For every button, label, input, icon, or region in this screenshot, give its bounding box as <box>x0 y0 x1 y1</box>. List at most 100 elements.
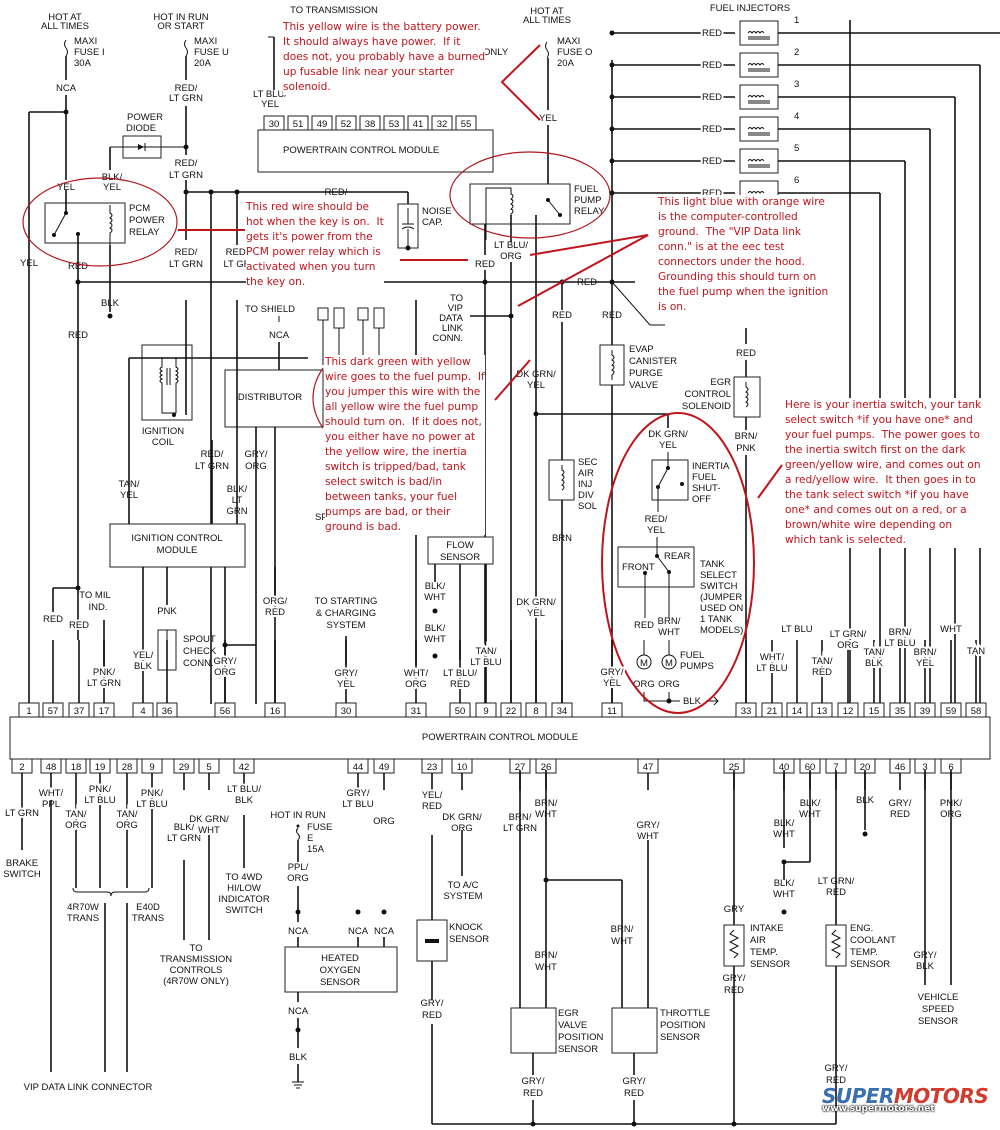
wire-label: DK GRN/ <box>648 429 688 440</box>
tank-select-switch: FRONT REAR TANK SELECT SWITCH (JUMPER US… <box>617 537 743 638</box>
wire-label: BRN/ <box>914 647 937 658</box>
label: SYSTEM <box>443 891 482 902</box>
pin-number: 30 <box>269 119 280 130</box>
wire-label: TAN/ <box>864 647 885 658</box>
wire-label: RED <box>702 60 722 71</box>
transformer-icon <box>159 357 179 414</box>
label: SENSOR <box>320 977 360 988</box>
label: CAP. <box>422 217 443 228</box>
pin-box <box>455 115 477 131</box>
injector-coil-icon <box>747 95 770 104</box>
power-diode: POWER DIODE <box>122 112 163 159</box>
injector-box <box>739 52 779 78</box>
wire-label: YEL <box>261 99 279 110</box>
label: VEHICLE <box>918 992 959 1003</box>
label: REAR <box>664 551 691 562</box>
label: CONN. <box>183 658 214 669</box>
pin-number: 4 <box>140 706 145 717</box>
bracket <box>72 887 150 897</box>
wire-label: RED <box>475 259 495 270</box>
coil-icon <box>109 205 113 245</box>
ignition-coil: IGNITION COIL <box>141 344 193 448</box>
brand-url: www.supermotors.net <box>822 1104 935 1114</box>
pin-box <box>287 115 309 131</box>
wire-label: LT BLU/ <box>227 784 261 795</box>
label: TO TRANSMISSION <box>290 5 378 16</box>
wire-label: RED <box>265 607 285 618</box>
plug-icon <box>333 307 345 329</box>
wire-label: RED <box>634 620 654 631</box>
wire-label: BLK <box>289 1052 308 1063</box>
wire-label: DK GRN/ <box>442 812 482 823</box>
wire-label: TAN/ <box>476 646 497 657</box>
wire-label: LT GRN <box>195 461 229 472</box>
supermotors-watermark: SUPERMOTORS www.supermotors.net <box>822 1084 992 1116</box>
label: TO MIL <box>79 590 111 601</box>
label: PUMP <box>574 195 601 206</box>
switch-icon <box>53 212 67 236</box>
wire-label: YEL <box>527 380 545 391</box>
pin-number: 21 <box>767 706 778 717</box>
switch-icon <box>656 555 670 573</box>
wire-label: WHT/ <box>404 668 429 679</box>
pcm-power-relay: YEL BLK PCM POWER RELAY RED <box>44 182 165 319</box>
label: E40D <box>136 902 160 913</box>
evap-canister-purge-valve: EVAP CANISTER PURGE VALVE <box>599 344 677 391</box>
pin-number: 44 <box>353 762 364 773</box>
label: DISTRIBUTOR <box>238 392 302 403</box>
label: POWER <box>129 215 165 226</box>
mass-air-flow-sensor: FLOW SENSOR BLK/ WHT BLK/ WHT <box>424 536 494 660</box>
wire-label: ORG <box>837 640 859 651</box>
label: E <box>307 833 313 844</box>
label: TANK <box>700 559 725 570</box>
wire-label: RED <box>43 614 63 625</box>
injector-box <box>739 84 779 110</box>
wire-label: BLK/ <box>425 581 446 592</box>
pin-number: 14 <box>792 706 803 717</box>
wire-label: BLK/ <box>425 623 446 634</box>
label: ALL TIMES <box>523 15 571 26</box>
label: PCM <box>129 203 150 214</box>
wire-label: GRY/ <box>334 668 357 679</box>
label: VALVE <box>558 1020 587 1031</box>
pin-box <box>335 115 357 131</box>
pin-number: 3 <box>922 762 927 773</box>
label: VALVE <box>629 380 658 391</box>
pin-number: 12 <box>843 706 854 717</box>
label: TO <box>450 293 463 304</box>
label: 15A <box>307 844 325 855</box>
wire-label: TAN <box>967 646 985 657</box>
wire-label: RED <box>450 679 470 690</box>
wire-label: RED <box>422 1010 442 1021</box>
wire-label: ORG <box>405 679 427 690</box>
label: RELAY <box>574 206 605 217</box>
injector-coil-icon <box>747 159 770 168</box>
label: HI/LOW <box>227 883 261 894</box>
coil-icon <box>745 382 749 408</box>
label: FUSE U <box>194 47 229 58</box>
wire-label: PNK/ <box>93 667 116 678</box>
pin-box <box>359 115 381 131</box>
label: INERTIA <box>692 461 730 472</box>
pin-number: 5 <box>206 762 211 773</box>
pin-number: 53 <box>389 119 400 130</box>
module-box <box>109 523 246 568</box>
label: NCA <box>348 926 369 937</box>
maxi-fuse-o: HOT AT ALL TIMES MAXI FUSE O 20A YEL <box>523 6 592 124</box>
wire-label: GRY <box>724 904 745 915</box>
highlight-circle <box>601 412 755 714</box>
injectors-title: FUEL INJECTORS <box>710 3 790 14</box>
ground-icon <box>713 696 719 706</box>
label: MAXI <box>74 36 97 47</box>
wire-label: TAN/ <box>812 656 833 667</box>
